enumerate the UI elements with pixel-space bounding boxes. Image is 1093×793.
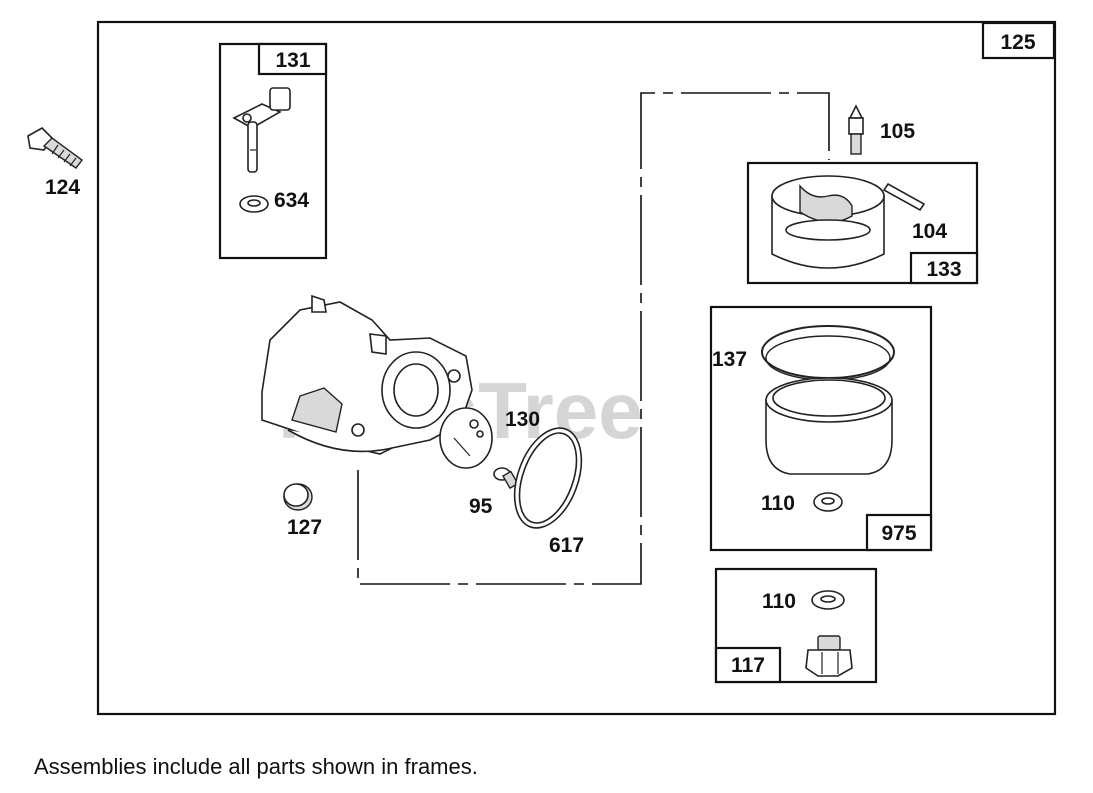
callout-137[interactable]: 137: [712, 348, 747, 371]
assembly-frame-125: [96, 20, 1057, 716]
bowl-nut-117[interactable]: [805, 635, 853, 677]
callout-110-bowl[interactable]: 110: [761, 492, 795, 515]
bolt-124[interactable]: [27, 127, 83, 169]
callout-95[interactable]: 95: [469, 495, 493, 518]
leader-line: [357, 92, 830, 585]
callout-box-131[interactable]: 131: [257, 42, 328, 76]
welch-plug-127[interactable]: [283, 483, 313, 511]
float-133[interactable]: [771, 175, 885, 269]
callout-133: 133: [926, 258, 961, 281]
callout-634[interactable]: 634: [274, 189, 309, 212]
callout-130[interactable]: 130: [505, 408, 540, 431]
callout-975: 975: [881, 522, 916, 545]
callout-117: 117: [731, 654, 765, 677]
assemblies-footnote: Assemblies include all parts shown in fr…: [34, 754, 478, 779]
float-bowl-975[interactable]: [765, 377, 893, 475]
washer-110-nut[interactable]: [811, 590, 845, 610]
inlet-needle-105[interactable]: [848, 104, 864, 155]
callout-617[interactable]: 617: [549, 534, 584, 557]
carburetor-body[interactable]: [261, 294, 473, 455]
callout-131: 131: [275, 49, 310, 72]
callout-box-125[interactable]: 125: [981, 21, 1056, 60]
assembly-frame-975: [709, 305, 933, 552]
callout-127[interactable]: 127: [287, 516, 322, 539]
washer-634[interactable]: [239, 195, 269, 213]
gasket-137[interactable]: [761, 325, 895, 381]
callout-box-133[interactable]: 133: [909, 251, 979, 285]
callout-124[interactable]: 124: [45, 176, 80, 199]
callout-box-117[interactable]: 117: [714, 646, 782, 684]
assembly-frame-117: [714, 567, 878, 684]
screw-95[interactable]: [493, 467, 519, 490]
callout-125: 125: [1000, 31, 1035, 54]
callout-105[interactable]: 105: [880, 120, 915, 143]
assembly-frame-131: [218, 42, 328, 260]
callout-box-975[interactable]: 975: [865, 513, 933, 552]
washer-110-bowl[interactable]: [813, 492, 843, 512]
o-ring-617[interactable]: [502, 419, 594, 537]
callout-110-nut[interactable]: 110: [762, 590, 796, 613]
plate-130[interactable]: [439, 407, 493, 469]
choke-shaft-131[interactable]: [232, 87, 291, 173]
callout-104[interactable]: 104: [912, 220, 947, 243]
assembly-frame-133: [746, 161, 979, 285]
hinge-pin-104[interactable]: [882, 182, 926, 212]
